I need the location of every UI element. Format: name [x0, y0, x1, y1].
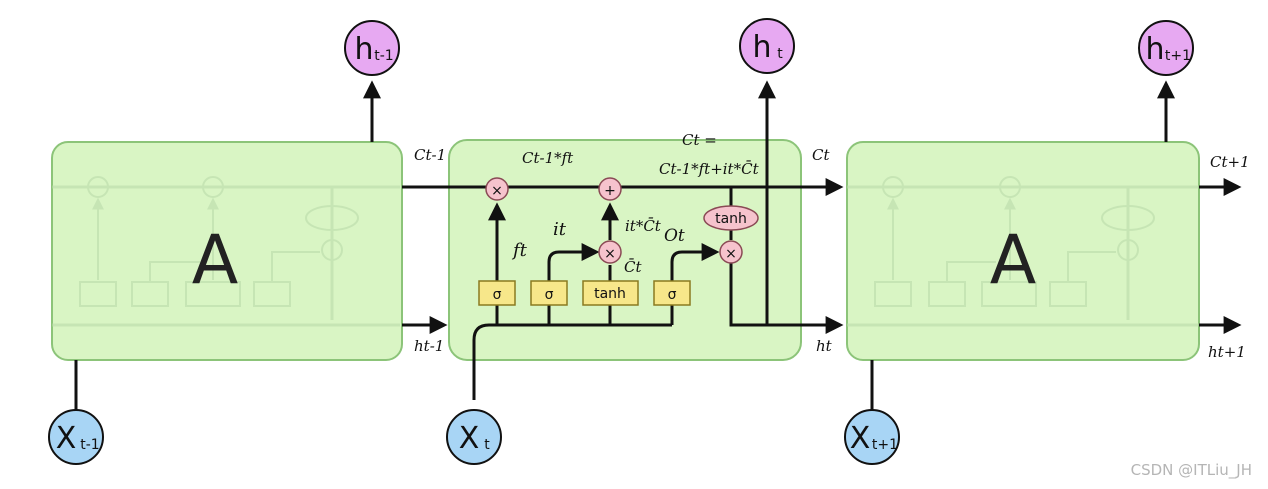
- add-op: [598, 177, 622, 201]
- forget-gate-label: σ: [493, 287, 502, 303]
- annotation-h-next: ht+1: [1208, 343, 1246, 361]
- output-tanh-label: tanh: [715, 211, 747, 227]
- watermark-text: CSDN @ITLiu_JH: [1130, 461, 1252, 479]
- annotation-ct-bar: C̄t: [624, 258, 642, 276]
- cell-right-internals: [847, 176, 1199, 327]
- cell-left-label: A: [192, 221, 239, 300]
- output-gate-label: σ: [668, 287, 677, 303]
- svg-text:X: X: [56, 421, 77, 456]
- svg-text:h: h: [354, 32, 373, 67]
- annotation-c-prev: Ct-1: [414, 146, 446, 164]
- svg-text:t+1: t+1: [872, 437, 898, 453]
- cell-middle: σ σ tanh σ × + × tanh × Ct-1 ht-1 Ct-1*f…: [402, 80, 844, 400]
- it-stem: [547, 243, 600, 325]
- annotation-ct-formula: Ct-1*ft+it*C̄t: [659, 160, 760, 178]
- output-gate-sigma: [653, 280, 691, 306]
- cell-left: A: [51, 141, 403, 361]
- svg-text:t+1: t+1: [1165, 48, 1191, 64]
- output-multiply-symbol: ×: [725, 246, 737, 262]
- input-gate-sigma: [530, 280, 568, 306]
- input-gate-label: σ: [545, 287, 554, 303]
- svg-text:t-1: t-1: [374, 48, 393, 64]
- svg-text:h: h: [1145, 32, 1164, 67]
- input-multiply-op: [598, 240, 622, 264]
- output-h-curr: h t: [739, 18, 795, 74]
- input-x-prev: X t-1: [48, 409, 104, 465]
- ot-stem: [670, 243, 720, 325]
- annotation-h-prev: ht-1: [414, 337, 444, 355]
- forget-multiply-symbol: ×: [491, 183, 503, 199]
- input-x-next: X t+1: [844, 409, 900, 465]
- svg-text:t: t: [777, 46, 783, 62]
- svg-text:h: h: [752, 30, 771, 65]
- annotation-h-curr: ht: [816, 337, 833, 355]
- cell-right-label: A: [990, 221, 1037, 300]
- candidate-tanh-label: tanh: [594, 286, 626, 302]
- output-multiply-op: [719, 240, 743, 264]
- svg-text:X: X: [850, 421, 871, 456]
- annotation-c-curr: Ct: [812, 146, 830, 164]
- annotation-it: it: [553, 219, 567, 240]
- candidate-tanh-gate: [582, 280, 639, 306]
- annotation-forget-product: Ct-1*ft: [522, 149, 574, 167]
- output-tanh-op: [703, 205, 759, 231]
- output-h-prev: h t-1: [344, 20, 400, 76]
- xt-bus-line: [472, 323, 672, 400]
- hidden-output-line: [729, 262, 844, 334]
- forget-multiply-op: [485, 177, 509, 201]
- cell-right: A Ct+1 ht+1: [846, 141, 1250, 361]
- annotation-ft: ft: [511, 240, 528, 261]
- annotation-ct-equals: Ct =: [682, 131, 717, 149]
- annotation-ot: Ot: [664, 226, 685, 246]
- cell-left-internals: [52, 176, 400, 327]
- output-h-next: h t+1: [1138, 20, 1194, 76]
- add-symbol: +: [604, 183, 616, 199]
- annotation-c-next: Ct+1: [1210, 153, 1250, 171]
- input-x-curr: X t: [446, 409, 502, 465]
- forget-gate-sigma: [478, 280, 516, 306]
- svg-text:t: t: [484, 437, 490, 453]
- annotation-it-ct: it*C̄t: [625, 217, 662, 235]
- svg-text:X: X: [459, 421, 480, 456]
- input-multiply-symbol: ×: [604, 246, 616, 262]
- svg-text:t-1: t-1: [80, 437, 99, 453]
